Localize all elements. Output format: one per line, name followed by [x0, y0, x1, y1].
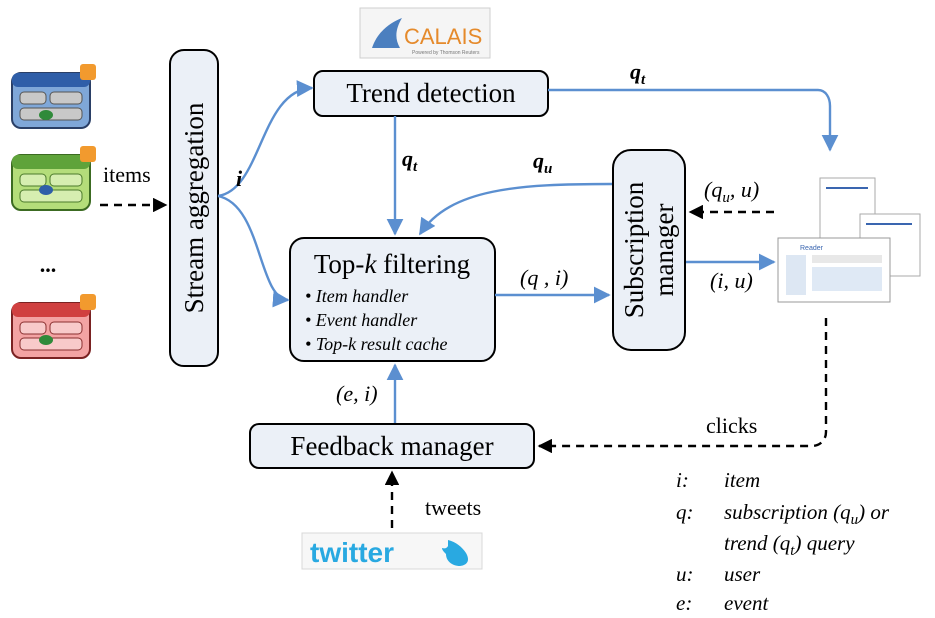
reader-screenshots: Reader — [777, 177, 921, 303]
topk-filtering-box: Top-k filtering • Item handler • Event h… — [289, 237, 496, 362]
calais-logo: CALAIS Powered by Thomson Reuters — [359, 7, 491, 59]
legend-key-q: q: — [676, 500, 694, 524]
trend-detection-label: Trend detection — [346, 78, 516, 108]
topk-item-handler: • Item handler — [305, 286, 409, 306]
label-qu: qu — [533, 148, 552, 177]
arrow-agg-to-topk — [217, 194, 290, 308]
arrow-readers-to-feedback — [537, 318, 828, 454]
arrow-trend-to-readers — [548, 88, 839, 152]
label-i: i — [236, 166, 243, 191]
label-i-u: (i, u) — [710, 268, 753, 293]
stream-aggregation-box: Stream aggregation — [169, 49, 219, 367]
arrow-agg-to-trend — [217, 80, 314, 198]
calais-subtext: Powered by Thomson Reuters — [412, 50, 480, 56]
topk-event-handler: • Event handler — [305, 310, 418, 330]
legend-value-subscription: subscription (qu) or — [724, 500, 890, 528]
legend-value-event: event — [724, 591, 769, 615]
stream-aggregation-label: Stream aggregation — [179, 102, 209, 313]
feeds-ellipsis: ... — [40, 252, 57, 277]
trend-detection-box: Trend detection — [313, 70, 549, 117]
label-qt-top: qt — [630, 59, 646, 88]
label-tweets: tweets — [425, 495, 481, 520]
feed-icon-green — [11, 146, 96, 211]
topk-result-cache: • Top-k result cache — [305, 334, 447, 354]
legend-value-trend: trend (qt) query — [724, 531, 855, 559]
feed-icon-red — [11, 294, 96, 359]
topk-filtering-title: Top-k filtering — [314, 249, 470, 279]
subscription-manager-label-2: manager — [649, 204, 679, 297]
label-e-i: (e, i) — [336, 381, 378, 406]
subscription-manager-box: Subscription manager — [612, 149, 686, 351]
twitter-logo: twitter — [301, 532, 483, 570]
legend-value-user: user — [724, 562, 761, 586]
label-items: items — [103, 162, 151, 187]
legend-value-item: item — [724, 468, 760, 492]
feed-icon-blue — [11, 64, 96, 129]
legend-key-e: e: — [676, 591, 692, 615]
twitter-text: twitter — [310, 537, 394, 568]
label-qu-u: (qu, u) — [704, 177, 759, 206]
label-qt-mid: qt — [402, 146, 418, 175]
label-q-i: (q , i) — [520, 265, 568, 290]
legend: i: item q: subscription (qu) or trend (q… — [676, 468, 890, 615]
subscription-manager-label-1: Subscription — [619, 181, 649, 318]
arrow-sub-to-topk — [418, 182, 613, 236]
feedback-manager-label: Feedback manager — [290, 431, 493, 461]
feedback-manager-box: Feedback manager — [249, 423, 535, 469]
legend-key-i: i: — [676, 468, 689, 492]
label-clicks: clicks — [706, 413, 757, 438]
calais-text: CALAIS — [404, 24, 482, 49]
legend-key-u: u: — [676, 562, 694, 586]
reader-title: Reader — [800, 245, 824, 252]
